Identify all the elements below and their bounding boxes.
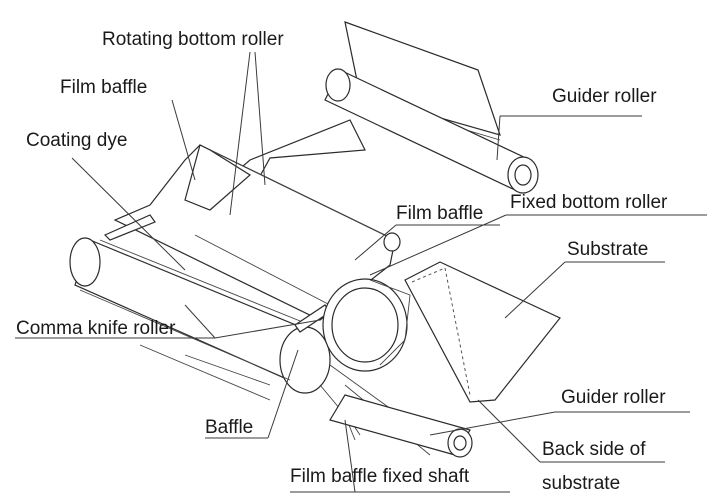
label-film-baffle-top: Film baffle bbox=[60, 77, 148, 98]
substrate-sheet bbox=[404, 261, 561, 403]
label-film-baffle-fixed-shaft: Film baffle fixed shaft bbox=[290, 466, 470, 487]
label-guider-roller-top: Guider roller bbox=[552, 86, 657, 107]
label-back-side-line1: Back side of bbox=[542, 439, 646, 460]
coating-head bbox=[113, 144, 401, 321]
label-guider-roller-bottom: Guider roller bbox=[561, 387, 666, 408]
top-film-sheet bbox=[344, 21, 501, 136]
fixed-bottom-roller bbox=[322, 278, 411, 372]
baffle-plate-left bbox=[103, 214, 156, 241]
label-substrate: Substrate bbox=[567, 239, 649, 260]
label-baffle: Baffle bbox=[205, 417, 254, 438]
label-fixed-bottom-roller: Fixed bottom roller bbox=[510, 192, 668, 213]
label-film-baffle-mid: Film baffle bbox=[396, 203, 484, 224]
label-coating-dye: Coating dye bbox=[26, 130, 128, 151]
label-rotating-bottom-roller: Rotating bottom roller bbox=[102, 29, 284, 50]
bottom-guider-roller bbox=[329, 394, 473, 458]
comma-knife-roller bbox=[69, 237, 331, 401]
label-comma-knife-roller: Comma knife roller bbox=[16, 318, 176, 339]
top-guider-roller bbox=[324, 68, 539, 194]
leader-lines bbox=[15, 51, 707, 493]
label-back-side-line2: substrate bbox=[542, 473, 621, 494]
